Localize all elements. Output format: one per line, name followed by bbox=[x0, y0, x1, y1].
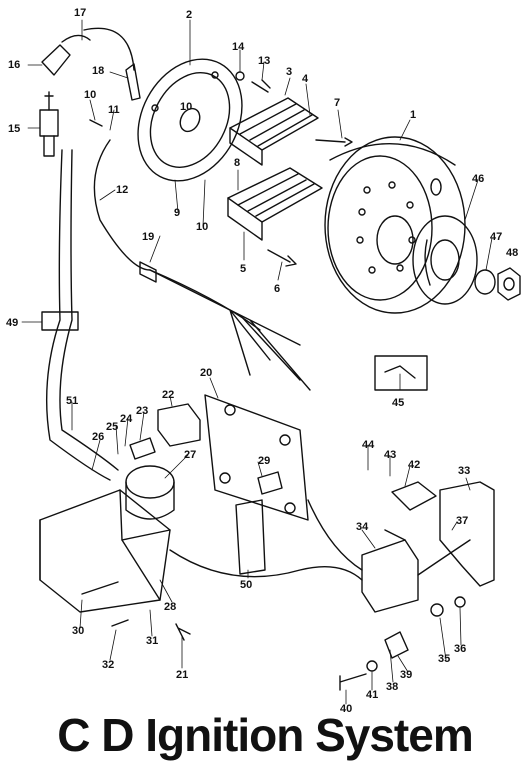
spark-plug bbox=[39, 91, 59, 157]
harness bbox=[149, 269, 311, 391]
voltage-regulator bbox=[361, 529, 419, 613]
flywheel-nut bbox=[497, 267, 521, 301]
part-label-37: 37 bbox=[456, 515, 468, 527]
part-label-17: 17 bbox=[74, 7, 86, 19]
cdi-module bbox=[39, 489, 171, 613]
part-label-39: 39 bbox=[400, 669, 412, 681]
part-label-19: 19 bbox=[142, 231, 154, 243]
ignition-coil-27 bbox=[125, 465, 175, 520]
part-label-45: 45 bbox=[392, 397, 404, 409]
part-label-35: 35 bbox=[438, 653, 450, 665]
wire-lead-12 bbox=[93, 139, 261, 331]
washer-14 bbox=[235, 71, 245, 81]
part-label-21: 21 bbox=[176, 669, 188, 681]
part-label-16: 16 bbox=[8, 59, 20, 71]
conduit-tube bbox=[41, 149, 119, 481]
part-label-48: 48 bbox=[506, 247, 518, 259]
part-label-41: 41 bbox=[366, 689, 378, 701]
grommet-19 bbox=[139, 261, 157, 283]
screw-10 bbox=[89, 119, 103, 127]
grommet-36 bbox=[454, 596, 466, 608]
part-label-28: 28 bbox=[164, 601, 176, 613]
part-label-10b: 10 bbox=[180, 101, 192, 113]
part-label-2: 2 bbox=[186, 9, 192, 21]
part-label-10a: 10 bbox=[84, 89, 96, 101]
part-label-49: 49 bbox=[6, 317, 18, 329]
part-label-33: 33 bbox=[458, 465, 470, 477]
part-label-46: 46 bbox=[472, 173, 484, 185]
part-label-4: 4 bbox=[302, 73, 309, 85]
part-label-29: 29 bbox=[258, 455, 270, 467]
part-label-22: 22 bbox=[162, 389, 174, 401]
part-label-14: 14 bbox=[232, 41, 245, 53]
part-label-26: 26 bbox=[92, 431, 104, 443]
flywheel bbox=[324, 136, 466, 314]
part-label-18: 18 bbox=[92, 65, 104, 77]
part-label-32: 32 bbox=[102, 659, 114, 671]
leader-lines bbox=[21, 19, 493, 705]
part-label-6: 6 bbox=[274, 283, 280, 295]
bracket-33 bbox=[439, 481, 495, 587]
part-label-7: 7 bbox=[334, 97, 340, 109]
stator-plate bbox=[137, 58, 243, 182]
bracket-38 bbox=[384, 631, 409, 659]
part-label-25: 25 bbox=[106, 421, 118, 433]
page-title: C D Ignition System bbox=[57, 709, 473, 761]
part-label-1: 1 bbox=[410, 109, 416, 121]
terminal-block bbox=[235, 499, 266, 575]
part-label-13: 13 bbox=[258, 55, 270, 67]
part-label-50: 50 bbox=[240, 579, 252, 591]
mounting-plate bbox=[204, 394, 309, 521]
screw-7 bbox=[315, 137, 353, 147]
bolt-40 bbox=[339, 673, 367, 691]
part-label-20: 20 bbox=[200, 367, 212, 379]
part-label-51: 51 bbox=[66, 395, 78, 407]
part-label-15: 15 bbox=[8, 123, 20, 135]
part-label-9: 9 bbox=[174, 207, 180, 219]
spark-plug-cap bbox=[41, 27, 141, 101]
part-label-10c: 10 bbox=[196, 221, 208, 233]
screw-6 bbox=[267, 249, 297, 267]
part-label-11: 11 bbox=[108, 104, 120, 116]
spacer-29 bbox=[257, 471, 283, 495]
lighting-coil bbox=[229, 97, 319, 166]
wiring-loom bbox=[169, 499, 471, 581]
part-label-12: 12 bbox=[116, 184, 128, 196]
part-label-30: 30 bbox=[72, 625, 84, 637]
spacer-23 bbox=[129, 437, 156, 460]
part-label-43: 43 bbox=[384, 449, 396, 461]
connector-inset bbox=[374, 355, 428, 391]
mount-block bbox=[157, 403, 201, 447]
part-label-3: 3 bbox=[286, 66, 292, 78]
part-label-23: 23 bbox=[136, 405, 148, 417]
part-label-40: 40 bbox=[340, 703, 352, 715]
part-label-5: 5 bbox=[240, 263, 246, 275]
part-label-47: 47 bbox=[490, 231, 502, 243]
part-label-44: 44 bbox=[362, 439, 375, 451]
bolt-32 bbox=[111, 619, 129, 627]
bolt-30 bbox=[81, 581, 119, 595]
starter-cup bbox=[412, 215, 478, 305]
part-label-8: 8 bbox=[234, 157, 240, 169]
washer-41 bbox=[366, 660, 378, 672]
ignition-coil bbox=[227, 167, 323, 241]
part-label-27: 27 bbox=[184, 449, 196, 461]
bolt-21 bbox=[175, 623, 191, 641]
part-label-42: 42 bbox=[408, 459, 420, 471]
part-label-38: 38 bbox=[386, 681, 398, 693]
part-label-31: 31 bbox=[146, 635, 158, 647]
lock-washer bbox=[474, 269, 496, 295]
grommet-35 bbox=[430, 603, 444, 617]
part-label-34: 34 bbox=[356, 521, 369, 533]
connector-42 bbox=[391, 481, 437, 511]
part-label-24: 24 bbox=[120, 413, 133, 425]
screw-13 bbox=[251, 79, 271, 93]
part-label-36: 36 bbox=[454, 643, 466, 655]
